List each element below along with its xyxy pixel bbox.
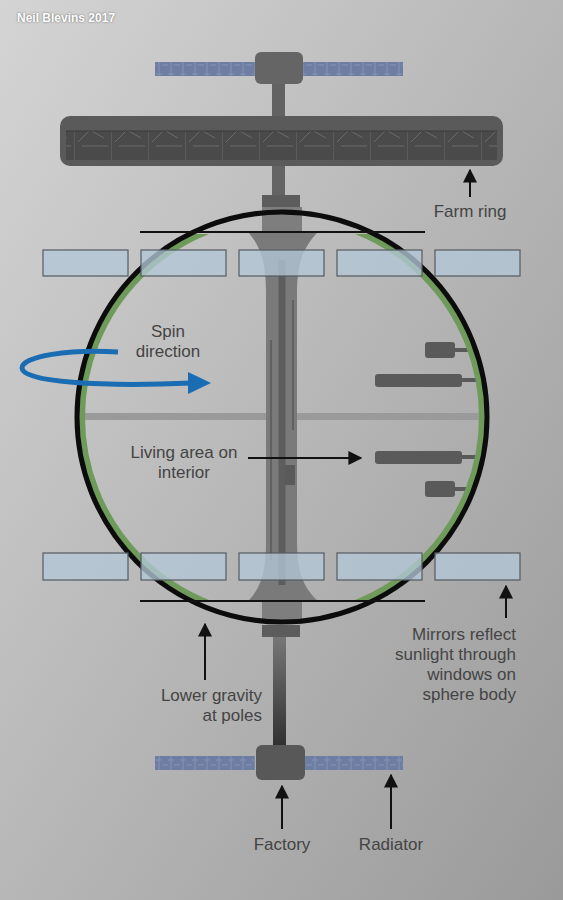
callout-label: Living area on interior bbox=[128, 443, 240, 483]
callout-label: Spin direction bbox=[123, 322, 213, 362]
mirror-panels bbox=[43, 250, 520, 580]
callout-label: Farm ring bbox=[420, 202, 520, 222]
callout-label: Lower gravity at poles bbox=[150, 686, 262, 726]
interior-structures bbox=[375, 342, 478, 497]
farm-ring bbox=[60, 116, 503, 166]
callout-label: Mirrors reflect sunlight through windows… bbox=[384, 625, 516, 705]
sphere-hull bbox=[77, 212, 487, 622]
callout-label: Factory bbox=[242, 835, 322, 855]
callout-label: Radiator bbox=[346, 835, 436, 855]
leader-arrows bbox=[205, 170, 506, 829]
watermark: Neil Blevins 2017 bbox=[17, 11, 115, 26]
upper-connector bbox=[262, 166, 300, 207]
top-solar-array bbox=[155, 52, 403, 116]
